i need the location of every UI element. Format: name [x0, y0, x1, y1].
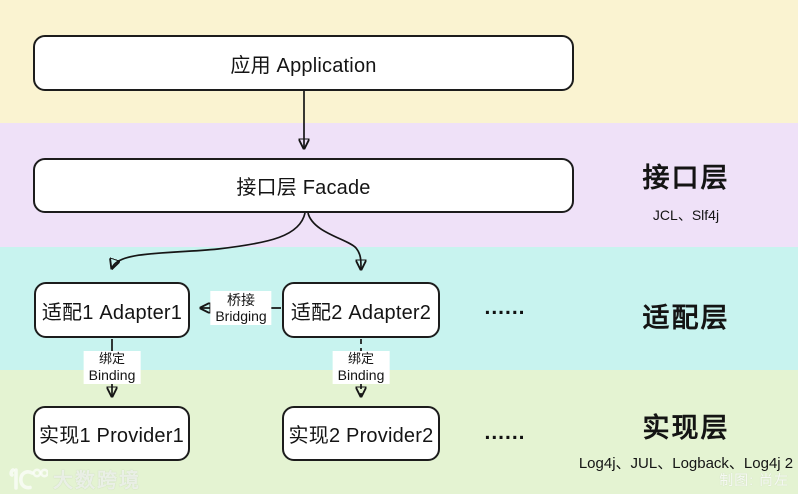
brand-name: 大数跨境 [53, 470, 141, 492]
node-provider1: 实现1 Provider1 [33, 406, 190, 461]
binding-right-label-zh: 绑定 [347, 351, 375, 366]
bridging-label-zh: 桥接 [227, 292, 255, 308]
binding-right-edge-label: 绑定 Binding [332, 351, 390, 385]
layer-subtitle-provider: Log4j、JUL、Logback、Log4j 2 [578, 455, 794, 472]
adapter-more-indicator: ...... [484, 296, 526, 319]
bridging-label-en: Bridging [215, 308, 267, 325]
binding-left-label-zh: 绑定 [98, 351, 126, 366]
binding-right-label-en: Binding [337, 366, 385, 383]
credit-watermark: 制图: 尚左 [719, 472, 789, 488]
layer-subtitle-facade: JCL、Slf4j [652, 207, 720, 223]
binding-left-edge-label: 绑定 Binding [83, 351, 141, 385]
node-facade: 接口层 Facade [33, 158, 574, 213]
node-application-label: 应用 Application [230, 54, 377, 77]
node-adapter2-label: 适配2 Adapter2 [290, 301, 432, 324]
layer-title-adapter: 适配层 [642, 303, 730, 333]
node-adapter1-label: 适配1 Adapter1 [41, 301, 183, 324]
bridging-edge-label: 桥接 Bridging [210, 291, 272, 326]
node-provider2: 实现2 Provider2 [282, 406, 440, 461]
node-adapter1: 适配1 Adapter1 [34, 282, 190, 338]
node-provider1-label: 实现1 Provider1 [39, 425, 184, 447]
brand-watermark: 大数跨境 [8, 464, 141, 493]
brand-logo-icon [9, 467, 48, 490]
provider-more-indicator: ...... [484, 421, 526, 444]
node-provider2-label: 实现2 Provider2 [288, 425, 434, 447]
layer-title-provider: 实现层 [642, 413, 730, 443]
node-adapter2: 适配2 Adapter2 [282, 282, 440, 338]
node-facade-label: 接口层 Facade [236, 177, 371, 199]
layer-title-facade: 接口层 [642, 163, 730, 193]
binding-left-label-en: Binding [88, 366, 136, 383]
node-application: 应用 Application [33, 35, 574, 91]
